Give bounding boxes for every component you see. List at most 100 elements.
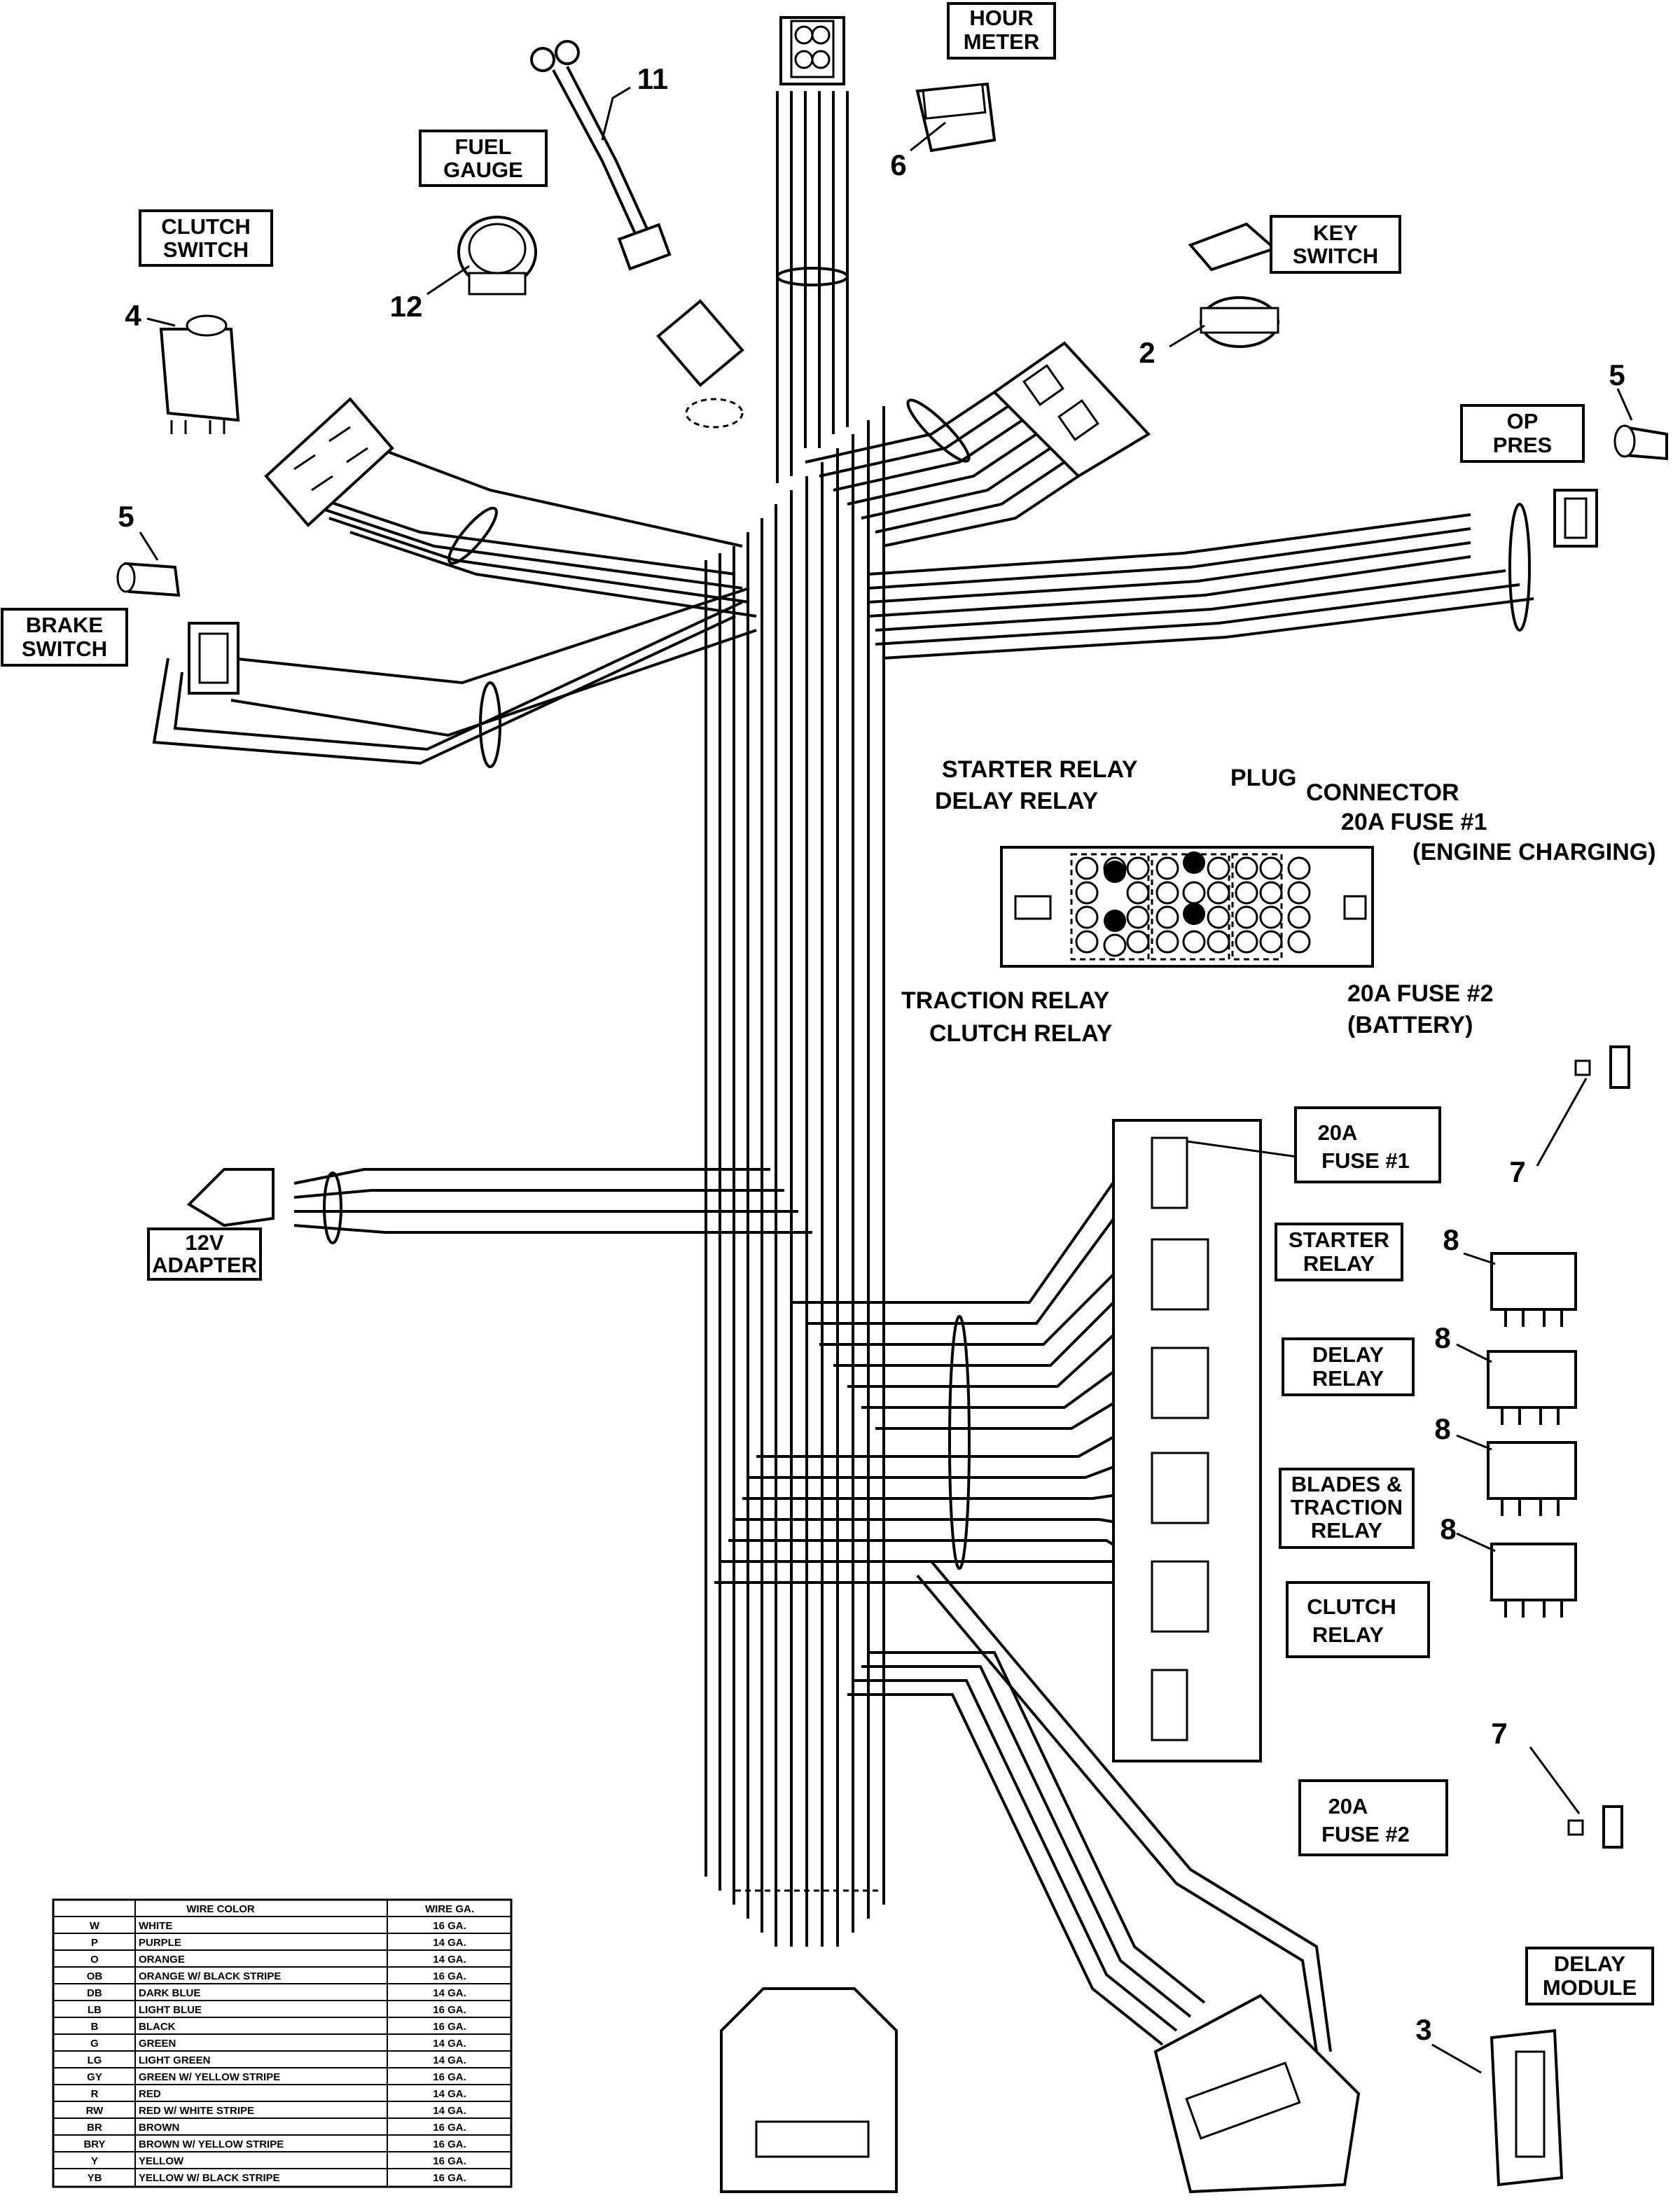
upper-center-connector — [656, 299, 744, 429]
part-number-8-blades: 8 — [1434, 1412, 1450, 1445]
callout-fuel-gauge-line2: GAUGE — [443, 158, 523, 182]
table-cell-gauge: 16 GA. — [433, 2172, 466, 2184]
callout-fuse1-line2: FUSE #1 — [1321, 1148, 1410, 1173]
table-cell-code: OB — [87, 1970, 103, 1982]
callout-clutch-relay: CLUTCH RELAY — [1286, 1581, 1430, 1658]
callout-key-switch-line1: KEY — [1313, 221, 1358, 245]
callout-starter-relay-line2: RELAY — [1303, 1251, 1375, 1276]
callout-delay-module: DELAY MODULE — [1525, 1947, 1654, 2005]
table-cell-code: YB — [88, 2172, 102, 2184]
table-cell-color: YELLOW — [139, 2155, 184, 2167]
table-cell-color: GREEN W/ YELLOW STRIPE — [139, 2071, 280, 2083]
callout-12v-adapter-line1: 12V — [185, 1230, 223, 1255]
callout-fuse1: 20A FUSE #1 — [1294, 1106, 1441, 1183]
relay-part-blades — [1487, 1441, 1577, 1516]
part-number-12: 12 — [390, 290, 423, 323]
callout-clutch-switch-line2: SWITCH — [163, 237, 249, 262]
callout-brake-switch-line2: SWITCH — [22, 637, 107, 661]
callout-fuse2-line2: FUSE #2 — [1321, 1822, 1410, 1846]
callout-starter-relay: STARTER RELAY — [1275, 1223, 1403, 1281]
part-number-8-delay: 8 — [1434, 1321, 1450, 1354]
fusebox-labels: STARTER RELAY DELAY RELAY PLUG CONNECTOR… — [901, 756, 1656, 1047]
table-cell-gauge: 16 GA. — [433, 2138, 466, 2150]
table-cell-gauge: 14 GA. — [433, 2054, 466, 2066]
table-cell-color: WHITE — [139, 1920, 172, 1932]
relay-part-clutch — [1490, 1543, 1577, 1618]
op-pressure-harness — [868, 503, 1534, 660]
callout-op-pres: OP PRES — [1460, 404, 1585, 463]
part-number-8-starter: 8 — [1443, 1223, 1459, 1256]
callout-brake-switch-line1: BRAKE — [26, 613, 103, 637]
table-cell-code: GY — [87, 2071, 102, 2083]
callout-blades-line3: RELAY — [1311, 1518, 1383, 1543]
battery-cable-part — [530, 40, 672, 271]
delay-module-part — [1490, 2029, 1564, 2187]
callout-delay-module-line1: DELAY — [1554, 1952, 1626, 1976]
leader-lines — [139, 86, 1633, 2074]
callout-delay-relay-line1: DELAY — [1312, 1342, 1384, 1367]
table-cell-gauge: 16 GA. — [433, 2122, 466, 2134]
callout-fuel-gauge: FUEL GAUGE — [419, 130, 548, 187]
table-cell-code: BR — [87, 2122, 102, 2134]
callout-key-switch: KEY SWITCH — [1270, 215, 1401, 274]
table-cell-color: RED — [139, 2088, 161, 2100]
table-cell-code: G — [90, 2038, 99, 2050]
part-number-7-upper: 7 — [1509, 1155, 1525, 1188]
bottom-right-connector — [1153, 1994, 1361, 2194]
table-row-rules — [53, 1933, 511, 2169]
relay-part-starter — [1490, 1252, 1577, 1327]
callout-delay-relay: DELAY RELAY — [1282, 1337, 1415, 1396]
part-number-6: 6 — [890, 148, 906, 181]
part-number-11: 11 — [637, 62, 668, 95]
brake-switch-connector — [188, 622, 239, 695]
fuse-block-pins — [1075, 851, 1311, 957]
clutch-connector — [264, 397, 394, 527]
callout-fuse2: 20A FUSE #2 — [1298, 1779, 1448, 1856]
table-cell-color: BLACK — [139, 2021, 176, 2033]
table-cell-gauge: 14 GA. — [433, 2038, 466, 2050]
part-number-3: 3 — [1415, 2013, 1431, 2046]
table-cell-code: Y — [91, 2155, 98, 2167]
hour-meter-part — [915, 82, 997, 153]
table-cell-color: ORANGE — [139, 1954, 185, 1966]
adapter-12v-harness — [293, 1168, 812, 1244]
key-switch-harness — [805, 391, 1080, 548]
part-numbers: 11 6 12 4 2 5 5 7 7 8 8 8 8 3 — [118, 62, 1625, 2046]
table-cell-code: LG — [88, 2054, 102, 2066]
main-trunk — [704, 406, 885, 1947]
table-cell-color: GREEN — [139, 2038, 176, 2050]
callout-key-switch-line2: SWITCH — [1293, 244, 1378, 268]
label-plug: PLUG — [1230, 765, 1296, 791]
part-number-2: 2 — [1139, 336, 1155, 369]
table-cell-color: ORANGE W/ BLACK STRIPE — [139, 1970, 281, 1982]
op-pres-connector — [1553, 489, 1598, 548]
fuse-part-lower — [1567, 1805, 1623, 1849]
table-cell-color: DARK BLUE — [139, 1987, 200, 1999]
table-cell-code: BRY — [83, 2138, 105, 2150]
table-cell-gauge: 14 GA. — [433, 2105, 466, 2117]
callout-starter-relay-line1: STARTER — [1289, 1227, 1389, 1252]
table-cell-code: R — [91, 2088, 99, 2100]
callout-12v-adapter-line2: ADAPTER — [152, 1253, 257, 1277]
table-cell-gauge: 16 GA. — [433, 1920, 466, 1932]
callout-blades-line2: TRACTION — [1291, 1495, 1403, 1519]
label-fuse1: 20A FUSE #1 — [1341, 809, 1487, 835]
table-cell-code: LB — [88, 2004, 102, 2016]
hour-meter-connector — [779, 16, 845, 85]
part-number-8-clutch: 8 — [1440, 1512, 1456, 1545]
callout-brake-switch: BRAKE SWITCH — [1, 608, 128, 667]
table-cell-code: P — [91, 1937, 98, 1949]
relay-panel — [1112, 1119, 1262, 1762]
table-cell-color: RED W/ WHITE STRIPE — [139, 2105, 254, 2117]
part-number-4: 4 — [125, 299, 141, 332]
label-clutch-relay: CLUTCH RELAY — [929, 1020, 1113, 1047]
key-switch-connector — [992, 341, 1151, 478]
table-cell-gauge: 16 GA. — [433, 1970, 466, 1982]
table-cell-code: W — [90, 1920, 100, 1932]
table-cell-gauge: 14 GA. — [433, 2088, 466, 2100]
callout-clutch-switch-line1: CLUTCH — [161, 214, 250, 239]
fuse-part-upper — [1574, 1045, 1630, 1089]
delay-module-harness — [847, 1560, 1332, 2052]
callout-op-pres-line2: PRES — [1493, 433, 1552, 457]
